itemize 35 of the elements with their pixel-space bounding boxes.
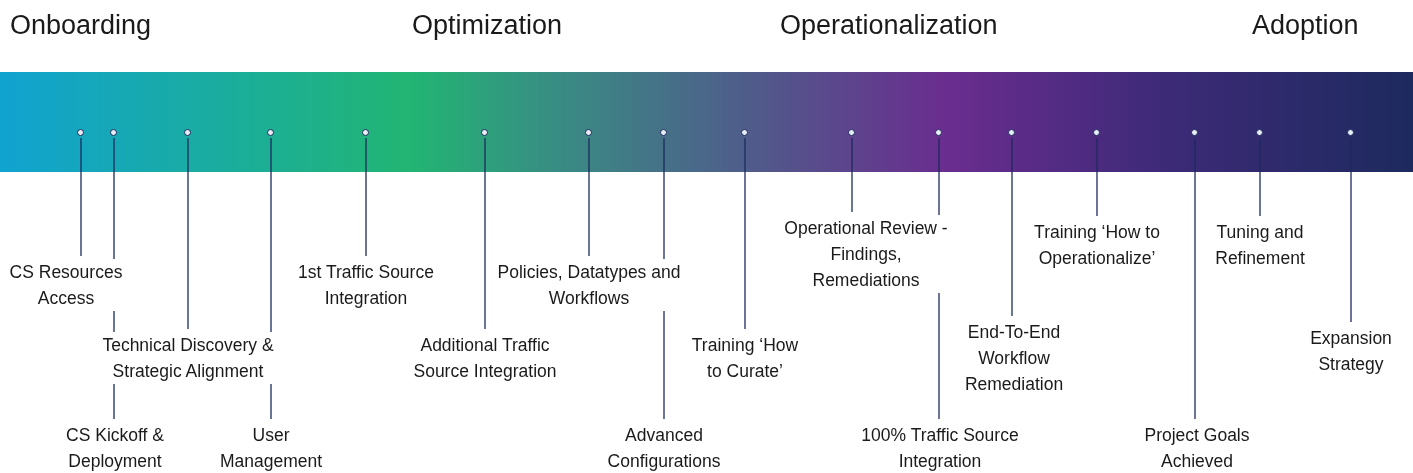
milestone-dot bbox=[1008, 129, 1015, 136]
milestone-dot bbox=[77, 129, 84, 136]
milestone-dot bbox=[1093, 129, 1100, 136]
milestone-dot bbox=[660, 129, 667, 136]
leader-line bbox=[851, 137, 853, 213]
leader-line bbox=[365, 137, 367, 257]
leader-line bbox=[1350, 137, 1352, 323]
milestone-dot bbox=[935, 129, 942, 136]
milestone-dot bbox=[1256, 129, 1263, 136]
leader-line bbox=[80, 137, 82, 257]
leader-line bbox=[1259, 137, 1261, 217]
milestone-label: Policies, Datatypes and Workflows bbox=[495, 259, 683, 311]
phase-heading: Onboarding bbox=[10, 9, 152, 42]
leader-line bbox=[484, 137, 486, 330]
milestone-dot bbox=[848, 129, 855, 136]
leader-line bbox=[1011, 137, 1013, 317]
leader-line bbox=[1096, 137, 1098, 217]
milestone-dot bbox=[1347, 129, 1354, 136]
milestone-dot bbox=[741, 129, 748, 136]
milestone-dot bbox=[481, 129, 488, 136]
phase-heading: Optimization bbox=[412, 9, 563, 42]
timeline-band bbox=[0, 72, 1413, 172]
milestone-dot bbox=[585, 129, 592, 136]
milestone-dot bbox=[362, 129, 369, 136]
milestone-label: Operational Review - Findings, Remediations bbox=[783, 215, 949, 293]
phase-heading: Adoption bbox=[1252, 9, 1359, 42]
leader-line bbox=[187, 137, 189, 330]
milestone-dot bbox=[267, 129, 274, 136]
milestone-dot bbox=[1191, 129, 1198, 136]
leader-line bbox=[588, 137, 590, 257]
phase-heading: Operationalization bbox=[780, 9, 998, 42]
milestone-dot bbox=[184, 129, 191, 136]
milestone-dot bbox=[110, 129, 117, 136]
leader-line bbox=[1194, 137, 1196, 420]
leader-line bbox=[744, 137, 746, 330]
